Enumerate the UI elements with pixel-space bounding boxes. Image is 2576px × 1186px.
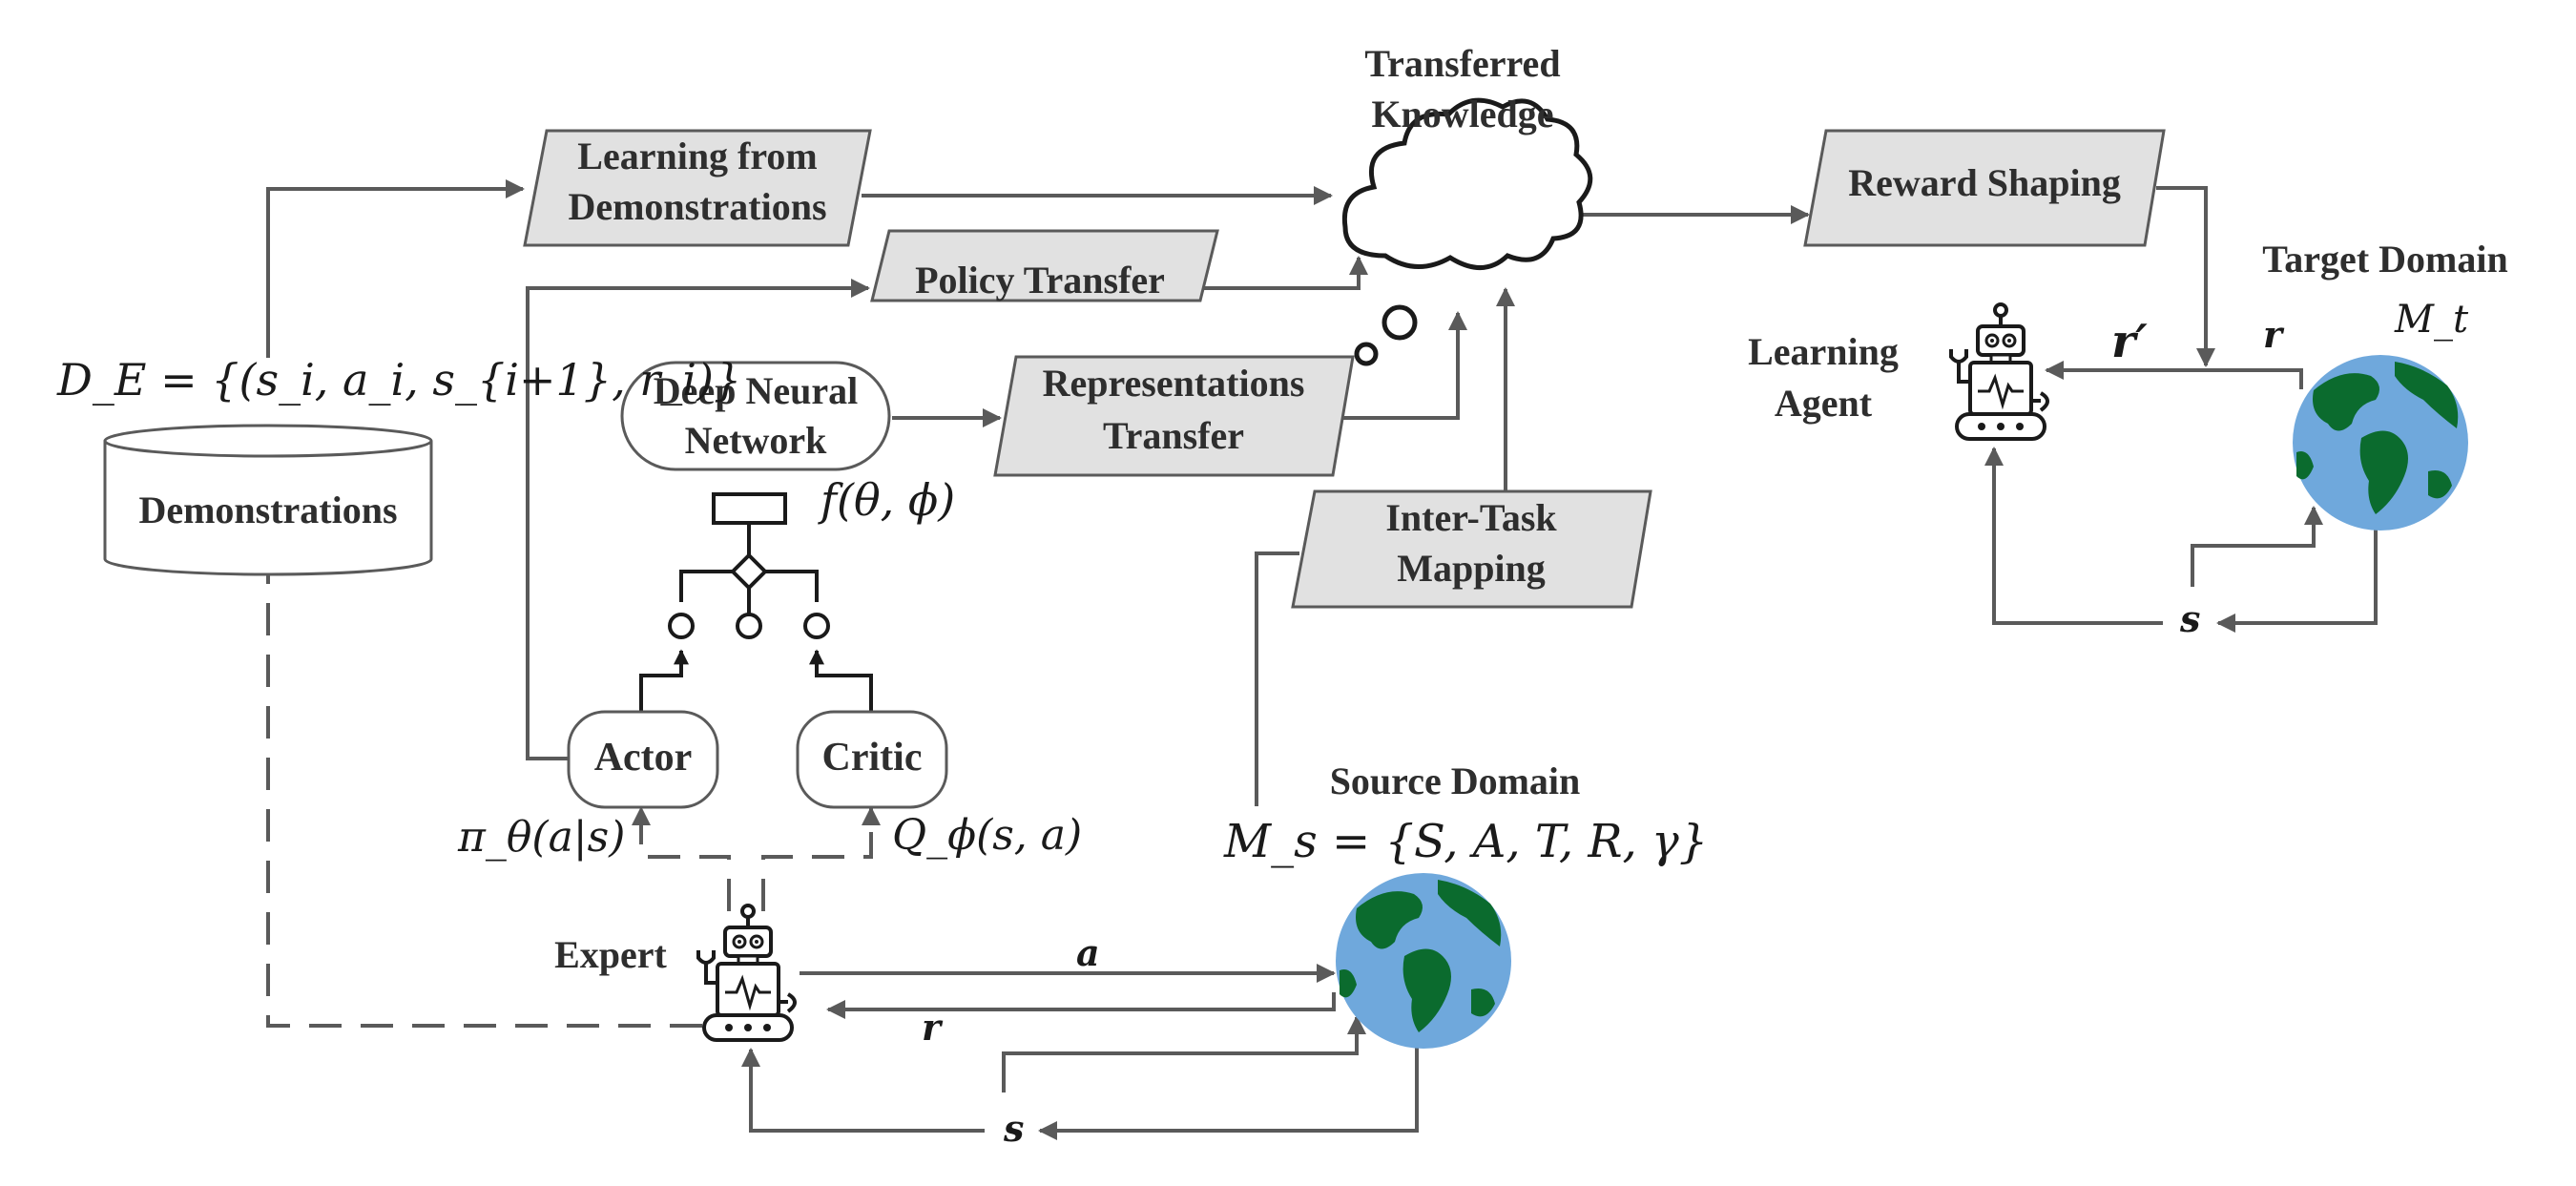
repr-line-1: Representations — [1043, 362, 1305, 405]
box-critic: Critic — [796, 710, 948, 809]
demonstrations-label: Demonstrations — [138, 489, 397, 531]
box-policy-transfer: Policy Transfer — [870, 229, 1219, 302]
arrow-source-to-s — [1038, 1042, 1419, 1140]
demonstration-set-formula: D_E = {(s_i, a_i, s_{i+1}, r_i)} — [56, 354, 741, 406]
actor-label: Actor — [594, 736, 693, 780]
source-mdp-formula: M_s = {S, A, T, R, γ} — [1223, 815, 1708, 868]
learning-agent-line-1: Learning — [1748, 330, 1899, 373]
box-deep-neural-network: Deep Neural Network — [620, 361, 891, 471]
arrow-actor-to-policy — [526, 279, 870, 760]
arrow-reward-to-agent — [2156, 186, 2215, 367]
arrow-critic-to-net — [809, 649, 873, 712]
cloud-icon — [1341, 97, 1593, 366]
arrow-s-to-expert — [741, 1048, 985, 1133]
arrow-reward — [826, 992, 1336, 1019]
arrow-agent-to-target-env — [2191, 506, 2323, 587]
target-state-label: s — [2179, 597, 2200, 640]
learning-agent-robot-icon — [1949, 302, 2049, 441]
state-label: s — [1003, 1107, 1024, 1150]
action-label: a — [1076, 931, 1100, 974]
lfd-line-1: Learning from — [577, 135, 817, 177]
itm-line-2: Mapping — [1397, 547, 1546, 590]
arrow-demos-to-lfd — [266, 179, 525, 358]
expert-label: Expert — [554, 933, 667, 976]
arrow-actor-to-net — [639, 649, 689, 712]
arrow-s-to-agent — [1984, 447, 2163, 625]
arrow-policy-to-cloud — [1204, 256, 1368, 290]
box-inter-task-mapping: Inter-Task Mapping — [1291, 489, 1652, 609]
dashed-expert-to-demos — [259, 546, 702, 1028]
q-function-formula: Q_ϕ(s, a) — [892, 811, 1082, 860]
itm-line-1: Inter-Task — [1385, 496, 1557, 539]
dashed-expert-to-critic — [761, 806, 881, 911]
policy-label: Policy Transfer — [915, 259, 1165, 302]
arrow-r-to-agent — [2045, 361, 2303, 389]
critic-label: Critic — [822, 736, 923, 780]
shaped-reward-label: r′ — [2111, 315, 2148, 368]
dashed-expert-to-actor — [632, 806, 731, 911]
arrow-repr-to-cloud — [1331, 311, 1467, 420]
reward-label: r — [922, 1006, 944, 1049]
box-actor: Actor — [567, 710, 719, 809]
box-learning-from-demonstrations: Learning from Demonstrations — [523, 129, 872, 247]
target-domain-globe-icon — [2293, 355, 2468, 531]
network-architecture-icon — [668, 492, 830, 639]
source-domain-label: Source Domain — [1330, 759, 1581, 802]
box-reward-shaping: Reward Shaping — [1803, 129, 2166, 247]
expert-robot-icon — [696, 904, 797, 1042]
dnn-line-2: Network — [685, 419, 828, 462]
demonstrations-database: Demonstrations — [103, 424, 433, 576]
line-source-to-itm — [1255, 551, 1299, 806]
connectors — [259, 179, 2378, 1140]
title-line-1: Transferred — [1364, 42, 1560, 85]
dnn-line-1: Deep Neural — [654, 369, 858, 412]
target-reward-label: r — [2263, 313, 2285, 356]
source-domain-globe-icon — [1336, 873, 1511, 1049]
lfd-line-2: Demonstrations — [568, 185, 826, 228]
arrow-expert-to-source — [1002, 1015, 1366, 1092]
reward-label: Reward Shaping — [1848, 161, 2121, 204]
arrow-target-env-to-s — [2216, 530, 2378, 633]
repr-line-2: Transfer — [1103, 414, 1244, 457]
target-mdp-label: M_t — [2394, 298, 2469, 342]
policy-formula: π_θ(a|s) — [457, 813, 625, 862]
box-representations-transfer: Representations Transfer — [993, 355, 1355, 477]
learning-agent-line-2: Agent — [1775, 382, 1873, 425]
network-function-formula: f(θ, ϕ) — [818, 474, 955, 526]
title-line-2: Knowledge — [1371, 93, 1553, 135]
target-domain-label: Target Domain — [2262, 238, 2507, 281]
